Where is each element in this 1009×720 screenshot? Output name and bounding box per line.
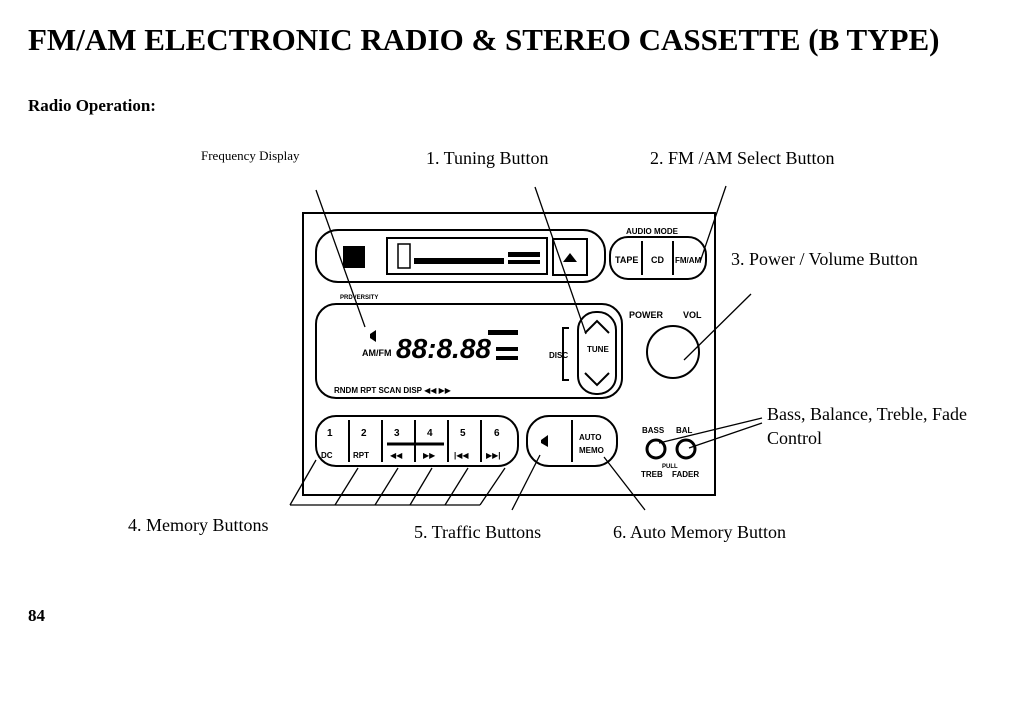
speaker-icon: [370, 330, 376, 342]
disc-label-2: DISC: [549, 351, 568, 360]
power-label: POWER: [629, 310, 664, 320]
eject-icon: [563, 253, 577, 262]
tuning-button-callout: 1. Tuning Button: [426, 148, 549, 168]
cd-button[interactable]: CD: [651, 255, 664, 265]
balance-fader-knob[interactable]: [675, 438, 697, 460]
traffic-icon[interactable]: [541, 435, 548, 447]
fm-am-button[interactable]: FM/AM: [675, 256, 702, 265]
cassette-door: [315, 229, 606, 283]
display-bezel: [315, 303, 623, 399]
display-function-row: RNDM RPT SCAN DISP ◀◀ ▶▶: [334, 386, 452, 395]
radio-faceplate: [302, 212, 716, 496]
power-volume-callout: 3. Power / Volume Button: [731, 249, 918, 269]
tuning-rocker[interactable]: [577, 311, 617, 395]
audio-mode-label: AUDIO MODE: [626, 227, 679, 236]
preset-5-label[interactable]: 5: [460, 428, 466, 439]
fader-label: FADER: [672, 470, 699, 479]
tone-control-callout-line1: Bass, Balance, Treble, Fade: [767, 404, 967, 424]
preset-3-sub: ◀◀: [390, 451, 403, 460]
traffic-buttons-callout: 5. Traffic Buttons: [414, 522, 542, 542]
preset-1-label[interactable]: 1: [327, 428, 333, 439]
tune-down-icon: [584, 372, 610, 387]
preset-2-sub: RPT: [353, 451, 369, 460]
vol-label: VOL: [683, 310, 702, 320]
bass-label: BASS: [642, 426, 665, 435]
bass-treble-knob[interactable]: [645, 438, 667, 460]
dolby-icon: [343, 246, 365, 268]
preset-2-label[interactable]: 2: [361, 428, 367, 439]
auto-memory-callout: 6. Auto Memory Button: [613, 522, 787, 542]
power-volume-knob[interactable]: [646, 325, 700, 379]
treb-label: TREB: [641, 470, 663, 479]
tune-label: TUNE: [587, 345, 609, 354]
preset-4-label[interactable]: 4: [427, 428, 433, 439]
traffic-auto-group: [526, 415, 618, 467]
preset-1-sub: DC: [321, 451, 333, 460]
am-fm-indicator: AM/FM: [362, 348, 392, 358]
frequency-display-callout: Frequency Display: [201, 148, 300, 163]
preset-6-label[interactable]: 6: [494, 428, 500, 439]
tape-button[interactable]: TAPE: [615, 255, 638, 265]
frequency-display: 88:8.88: [396, 333, 491, 364]
preset-6-sub: ▶▶|: [486, 451, 501, 460]
leader-lines: [289, 185, 763, 511]
memory-buttons-callout: 4. Memory Buttons: [128, 515, 269, 535]
section-heading: Radio Operation:: [28, 96, 156, 115]
tune-up-icon: [584, 319, 610, 334]
memo-label[interactable]: MEMO: [579, 446, 604, 455]
preset-5-sub: |◀◀: [454, 451, 469, 460]
cassette-window: [386, 237, 548, 275]
preset-4-sub: ▶▶: [423, 451, 436, 460]
fm-am-select-callout: 2. FM /AM Select Button: [650, 148, 835, 168]
audio-mode-group: [609, 236, 707, 280]
auto-label[interactable]: AUTO: [579, 433, 602, 442]
bal-label: BAL: [676, 426, 693, 435]
pull-label: PULL: [662, 464, 678, 470]
page-number: 84: [28, 606, 45, 625]
page-title: FM/AM ELECTRONIC RADIO & STEREO CASSETTE…: [28, 22, 940, 57]
memory-button-strip: [315, 415, 519, 467]
disc-label: PRDVERSITY: [340, 295, 378, 301]
tone-control-callout-line2: Control: [767, 428, 823, 448]
eject-button[interactable]: [552, 238, 588, 276]
preset-3-label[interactable]: 3: [394, 428, 400, 439]
